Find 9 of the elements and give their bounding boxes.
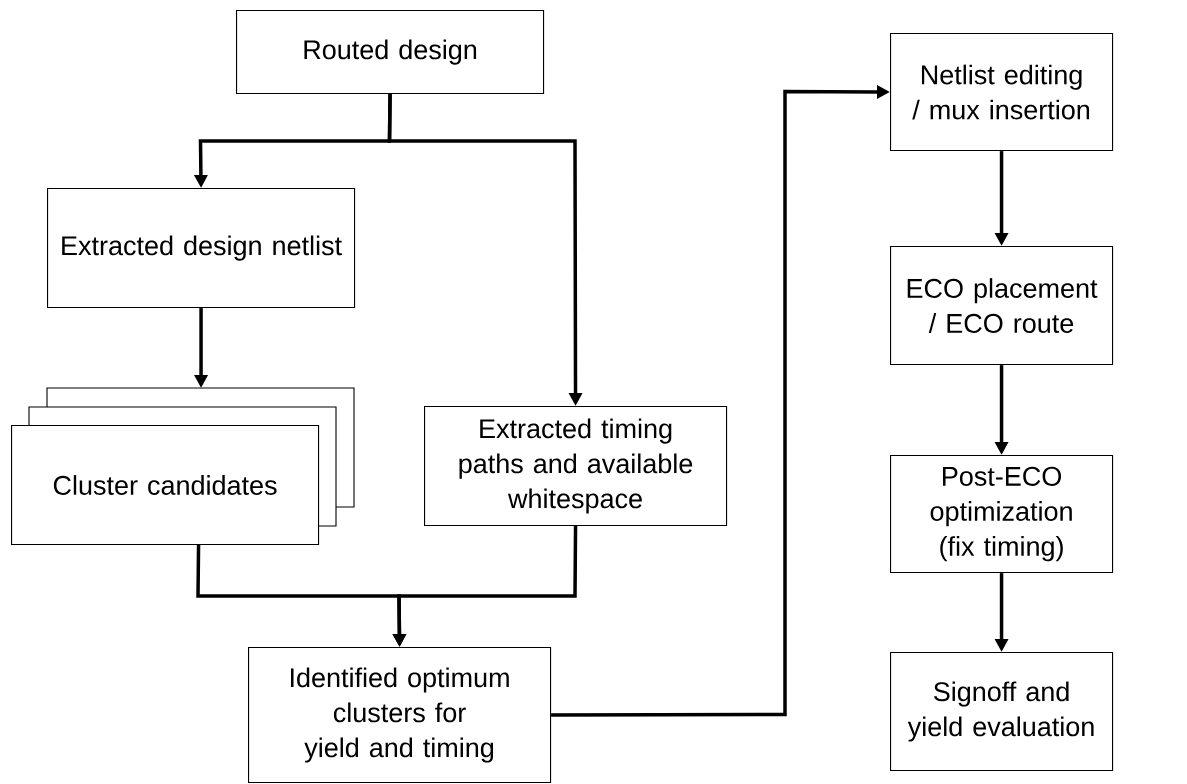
process-box: Post-ECO optimization (fix timing) (890, 455, 1114, 574)
process-box: Netlist editing / mux insertion (890, 33, 1114, 152)
process-box: ECO placement / ECO route (890, 246, 1114, 366)
process-box: Routed design (236, 10, 545, 95)
process-box: Identified optimum clusters for yield and timing (248, 647, 552, 784)
stacked-box: Cluster candidates (11, 387, 355, 546)
process-box: Extracted design netlist (47, 188, 356, 309)
process-box: Signoff and yield evaluation (890, 652, 1114, 772)
process-box: Extracted timing paths and available whitespace (424, 406, 728, 527)
